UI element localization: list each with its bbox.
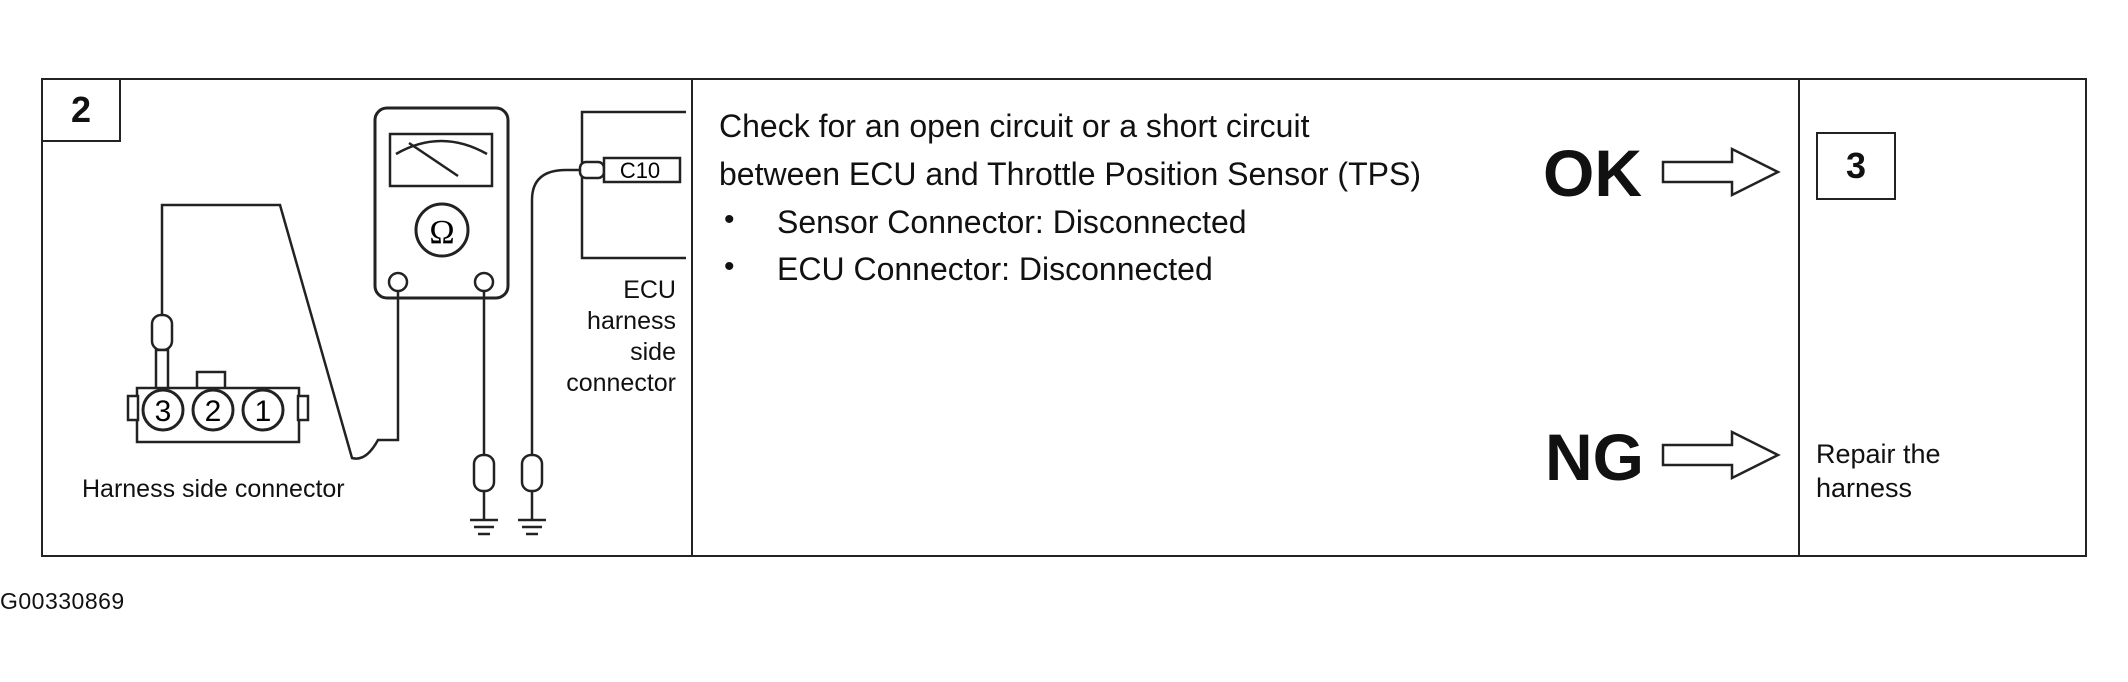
procedure-table (41, 78, 2087, 557)
ecu-side-label-line-3: side (630, 338, 676, 366)
bullet-item-2: ECU Connector: Disconnected (777, 251, 1213, 287)
pin-label-2: 2 (205, 395, 222, 428)
step-number-box: 2 (41, 78, 121, 142)
ecu-connector-id: C10 (620, 158, 660, 183)
ground-probe-left (470, 453, 498, 536)
ecu-side-label-line-2: harness (587, 307, 676, 335)
ng-arrow-icon (1661, 429, 1781, 481)
ground-probe-right (518, 168, 580, 536)
ok-arrow-icon (1661, 146, 1781, 198)
ecu-connector (578, 110, 686, 260)
harness-connector-label: Harness side connector (82, 475, 345, 503)
bullet-item-1: Sensor Connector: Disconnected (777, 204, 1247, 240)
repair-line-1: Repair the (1816, 439, 1941, 469)
pin-label-1: 1 (255, 395, 272, 428)
ecu-side-label-line-4: connector (566, 369, 676, 397)
figure-code: G00330869 (0, 588, 125, 614)
step-number: 2 (70, 89, 92, 130)
ok-label: OK (1543, 136, 1642, 210)
ng-label: NG (1545, 420, 1644, 494)
probe-pin-3 (150, 313, 174, 397)
ecu-side-label: ECU harness side connector (560, 275, 676, 399)
ohm-symbol: Ω (429, 214, 454, 251)
column-divider-right (1798, 78, 1800, 557)
pin-label-3: 3 (155, 395, 172, 428)
ohmmeter-icon (373, 106, 510, 300)
instruction-line-2: between ECU and Throttle Position Sensor… (719, 156, 1421, 192)
instruction-line-1: Check for an open circuit or a short cir… (719, 108, 1310, 144)
next-step-box: 3 (1816, 132, 1896, 200)
repair-line-2: harness (1816, 473, 1913, 503)
test-lead-left (160, 203, 400, 460)
harness-connector (126, 370, 310, 444)
column-divider-left (691, 78, 693, 557)
bullet-marker-2: • (724, 250, 735, 283)
bullet-marker-1: • (724, 203, 735, 236)
next-step-number: 3 (1845, 145, 1867, 186)
repair-harness-text: Repair the harness (1816, 437, 1941, 505)
ecu-side-label-line-1: ECU (623, 276, 676, 304)
